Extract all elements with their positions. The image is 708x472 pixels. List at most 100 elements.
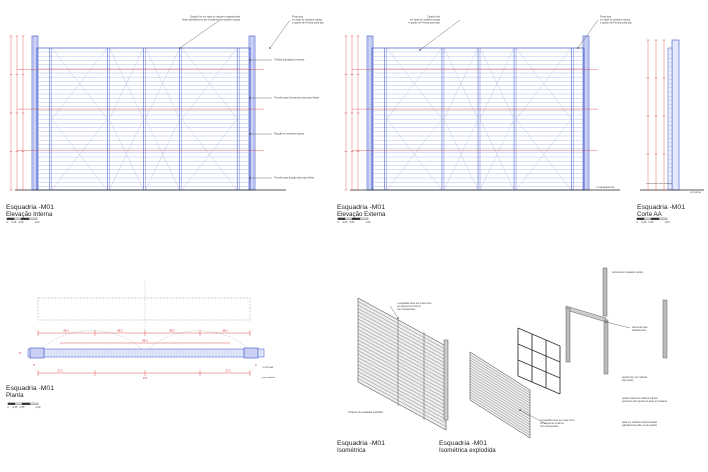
iso-slat-line — [469, 367, 531, 407]
iso-slat-line — [469, 391, 531, 431]
iso-slat-line — [469, 375, 531, 415]
leader-dot — [249, 177, 251, 179]
brace-diagonal — [51, 47, 108, 120]
plan-dashed-outline — [37, 297, 251, 321]
callout-porta-ext — [577, 19, 599, 49]
note-text: um elemento contínuo — [540, 422, 564, 425]
iso-slat-line — [357, 371, 447, 420]
title-main: Esquadria -M01 — [6, 204, 54, 211]
note-text: e quadro de Peroba porta tipo — [600, 22, 632, 25]
title-elevacao-interna: Esquadria -M01 Elevação Interna — [6, 204, 54, 218]
note-text: Conjunto de esquadria explodido — [348, 411, 384, 414]
dimension-label: 8 — [255, 363, 257, 367]
frame-rail — [517, 327, 561, 347]
callout-ferrolho — [249, 97, 272, 99]
brace-diagonal — [386, 47, 443, 120]
scale-bar-label: 0,50 — [649, 221, 654, 224]
note-text: (tipo ripas) — [622, 379, 633, 382]
iso-slat-line — [469, 397, 531, 436]
iso-slat-line — [357, 315, 447, 364]
scale-bar-label: 0,50 — [350, 221, 355, 224]
scale-bar-segment — [636, 217, 645, 220]
note-text: EXTERIOR — [690, 192, 702, 194]
leader-line — [269, 19, 291, 49]
iso-slat-line — [357, 304, 447, 354]
iso-slat-line — [357, 353, 447, 403]
iso-slat-line — [357, 322, 447, 371]
scale-bar-segment — [6, 217, 15, 220]
leader-dot — [605, 321, 607, 323]
title-sub: Elevação Interna — [6, 211, 53, 219]
note-text: em ripas de madeira maciça — [600, 19, 631, 22]
iso-slat-line — [469, 354, 531, 393]
section-corte-aa — [640, 39, 704, 191]
note-text: e quadro de Peroba porta tipo — [292, 22, 324, 25]
note-text: fixado parcialmente aos montantes da mad… — [182, 19, 241, 22]
scale-bar-label: 0 — [636, 221, 638, 224]
note-text: Ferrolho para fechamento das duas folhas — [274, 97, 320, 100]
iso-slat-line — [357, 364, 447, 413]
note-text: estrutura em madeira maciça — [612, 271, 644, 274]
brace-diagonal — [443, 47, 479, 120]
iso-slat-line — [357, 308, 447, 357]
note-text: e quadro de Peroba porta tipo — [408, 22, 440, 25]
door-swing-arc — [37, 330, 146, 353]
title-main: Esquadria -M01 — [337, 440, 385, 447]
door-swing-arc — [144, 330, 253, 353]
title-isometrica-explodida: Esquadria -M01 Isométrica explodida — [439, 440, 496, 454]
note-text: Porta Ipoa — [292, 16, 304, 19]
brace-diagonal — [479, 47, 515, 120]
leader-line — [179, 19, 221, 49]
plan-jamb — [243, 347, 259, 359]
scale-bar-segment — [337, 217, 346, 220]
iso-slat-line — [357, 339, 447, 389]
structure-post — [603, 319, 609, 375]
iso-slat-line — [469, 394, 531, 433]
scale-bar-label: 0,25 — [13, 406, 18, 409]
iso-slat-line — [357, 360, 447, 410]
note-text: Tullidas dobradiças externas — [274, 59, 305, 62]
scale-bar-label: 0,50 — [20, 406, 25, 409]
iso-slat-line — [469, 357, 531, 396]
note-text: com sobrepostos — [540, 425, 559, 428]
exploded-structure — [565, 267, 668, 375]
scale-bar-label: 1,00 — [366, 221, 371, 224]
callout-quadro-fixo-ext — [419, 19, 461, 51]
note-text: em ripas de madeira maciça — [292, 19, 323, 22]
brace-diagonal — [145, 47, 180, 120]
iso-slat-line — [357, 350, 447, 399]
elevation-externa — [344, 35, 620, 191]
frame-rail — [517, 375, 561, 395]
plan-wall — [27, 348, 265, 358]
note-text: o esquadria deve ser vista como — [540, 419, 575, 422]
callout-dobradicas — [249, 59, 272, 61]
dimension-label: 8 — [33, 363, 35, 367]
iso-slat-line — [469, 362, 531, 401]
title-corte-aa: Esquadria -M01 Corte AA — [637, 204, 685, 218]
note-text: ripas em madeira maciça fixadas — [622, 421, 658, 424]
scale-bar-label: 0 — [337, 221, 339, 224]
section-jamb — [671, 39, 680, 191]
exploded-slat-panel — [469, 351, 531, 439]
leader-dot — [419, 49, 421, 51]
leader-dot — [269, 47, 271, 49]
iso-slat-line — [469, 386, 531, 425]
note-text: elemento sob suporte de Ipoa em madeira — [622, 400, 668, 403]
callout-elemento-continuo — [519, 409, 547, 425]
dimension-label: 371 — [143, 376, 148, 380]
dimension-label: 27,3 — [57, 369, 63, 373]
brace-diagonal — [515, 118, 572, 191]
brace-diagonal — [181, 118, 238, 191]
isometric-door-details — [397, 318, 449, 421]
iso-slat-line — [357, 378, 447, 427]
title-sub: Isométrica — [337, 447, 366, 455]
iso-slat-line — [469, 359, 531, 399]
iso-slat-line — [357, 329, 447, 378]
frame-rail — [517, 359, 561, 379]
iso-slat-line — [469, 370, 531, 409]
brace-diagonal — [443, 118, 479, 191]
structure-beam — [565, 305, 607, 323]
note-text: quadro fixo em madeira — [622, 376, 648, 379]
